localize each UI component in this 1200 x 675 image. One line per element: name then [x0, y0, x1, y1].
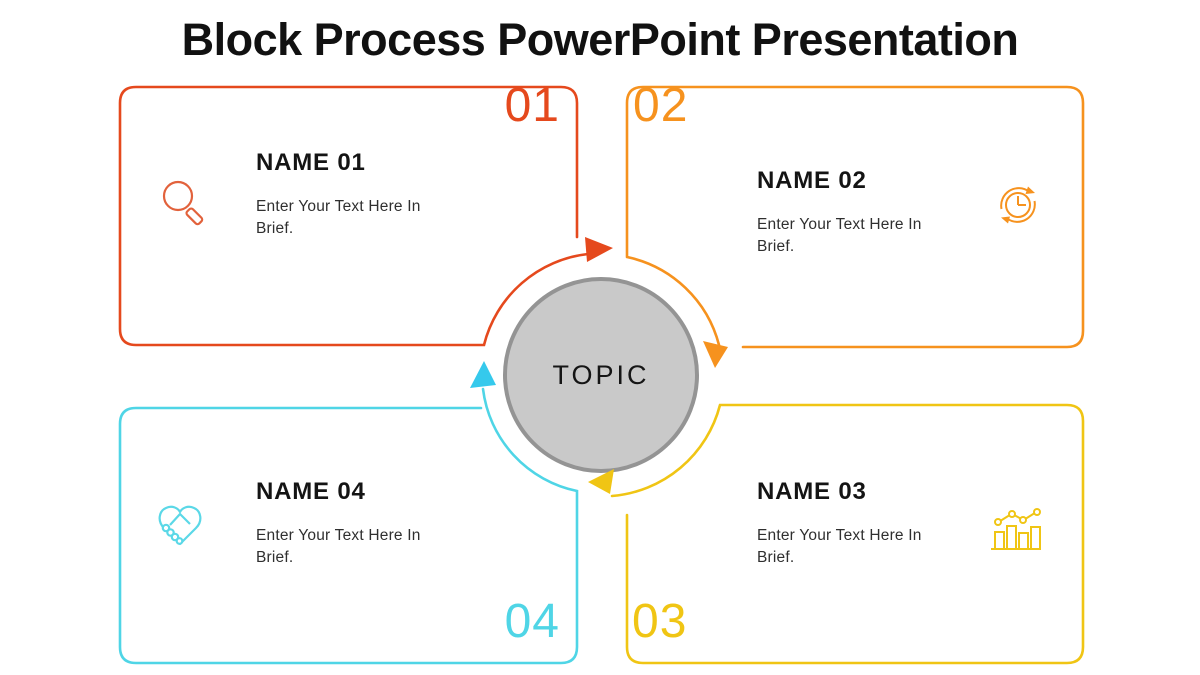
block-03-number: 03 [632, 595, 688, 648]
slide-title: Block Process PowerPoint Presentation [181, 14, 1019, 65]
block-04-outline [118, 387, 579, 665]
arrow-01-to-02-icon [585, 237, 613, 262]
block-01-name: NAME 01 [256, 149, 366, 176]
clock-refresh-icon [1000, 186, 1036, 224]
handshake-icon [158, 505, 202, 546]
block-03-body: Enter Your Text Here In Brief. [757, 527, 922, 566]
block-01-body: Enter Your Text Here In Brief. [256, 198, 421, 237]
block-02-body: Enter Your Text Here In Brief. [757, 216, 922, 255]
block-04-name: NAME 04 [256, 478, 366, 505]
topic-circle [503, 277, 699, 473]
block-02-outline [625, 85, 1085, 349]
block-04-body: Enter Your Text Here In Brief. [256, 527, 421, 566]
block-02-name: NAME 02 [757, 167, 867, 194]
block-03-name: NAME 03 [757, 478, 867, 505]
topic-label: TOPIC [552, 360, 650, 390]
search-icon [162, 180, 204, 226]
bar-chart-icon [991, 508, 1041, 550]
arrow-03-to-04-icon [588, 469, 614, 494]
block-04-number: 04 [504, 595, 560, 648]
arrow-02-to-03-icon [703, 341, 728, 368]
block-02-number: 02 [633, 79, 689, 132]
block-01-outline [118, 85, 590, 347]
block-03-outline [610, 403, 1085, 665]
arrow-04-to-01-icon [470, 361, 496, 388]
block-01-number: 01 [504, 79, 560, 132]
